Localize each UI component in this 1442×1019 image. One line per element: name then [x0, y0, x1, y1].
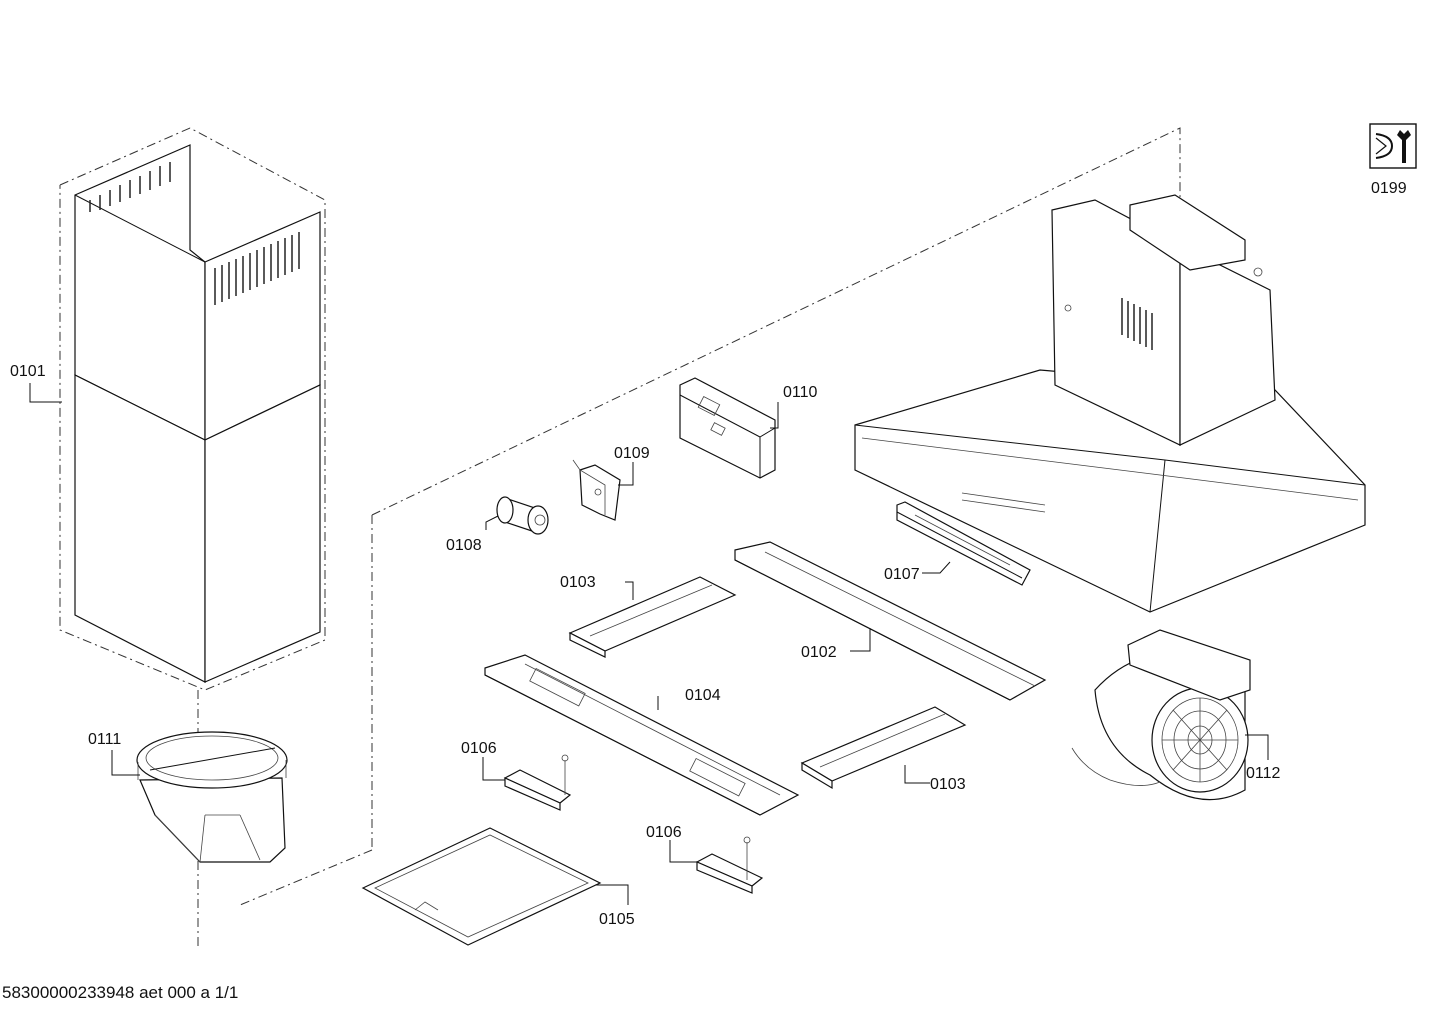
label-0108: 0108 [446, 537, 482, 554]
chimney-cover-0101 [74, 144, 321, 683]
label-0102: 0102 [801, 644, 837, 661]
label-0112: 0112 [1246, 765, 1281, 782]
trim-0103-lower [800, 706, 967, 790]
light-panel-0107 [896, 501, 1031, 586]
label-0109: 0109 [614, 445, 650, 462]
air-outlet-0111 [136, 731, 288, 863]
label-0107: 0107 [884, 566, 920, 583]
label-0106-b: 0106 [646, 824, 682, 841]
clip-0106-b [695, 836, 764, 894]
frame-0104 [484, 654, 800, 816]
label-0101: 0101 [10, 363, 46, 380]
label-0103-upper: 0103 [560, 574, 596, 591]
switch-board-0109 [572, 459, 621, 521]
leader-lines [29, 383, 1269, 905]
trim-0103-upper [568, 576, 737, 658]
label-0105: 0105 [599, 911, 635, 928]
hood-body [854, 194, 1366, 613]
grease-filter-0105 [361, 827, 602, 946]
service-kit-icon [1369, 123, 1417, 169]
front-rail-0102 [734, 541, 1047, 701]
label-0111: 0111 [88, 731, 121, 748]
control-module-0110 [679, 377, 776, 479]
clip-0106-a [503, 754, 572, 811]
part-labels: 0101 0110 0109 0108 0103 0107 0102 0104 … [10, 180, 1407, 928]
label-0106-a: 0106 [461, 740, 497, 757]
document-code: 58300000233948 aet 000 a 1/1 [2, 983, 238, 1002]
label-0103-lower: 0103 [930, 776, 966, 793]
label-0199: 0199 [1371, 180, 1407, 197]
label-0104: 0104 [685, 687, 721, 704]
label-0110: 0110 [783, 384, 818, 401]
capacitor-0108 [496, 496, 549, 535]
fan-motor-0112 [1071, 629, 1251, 801]
